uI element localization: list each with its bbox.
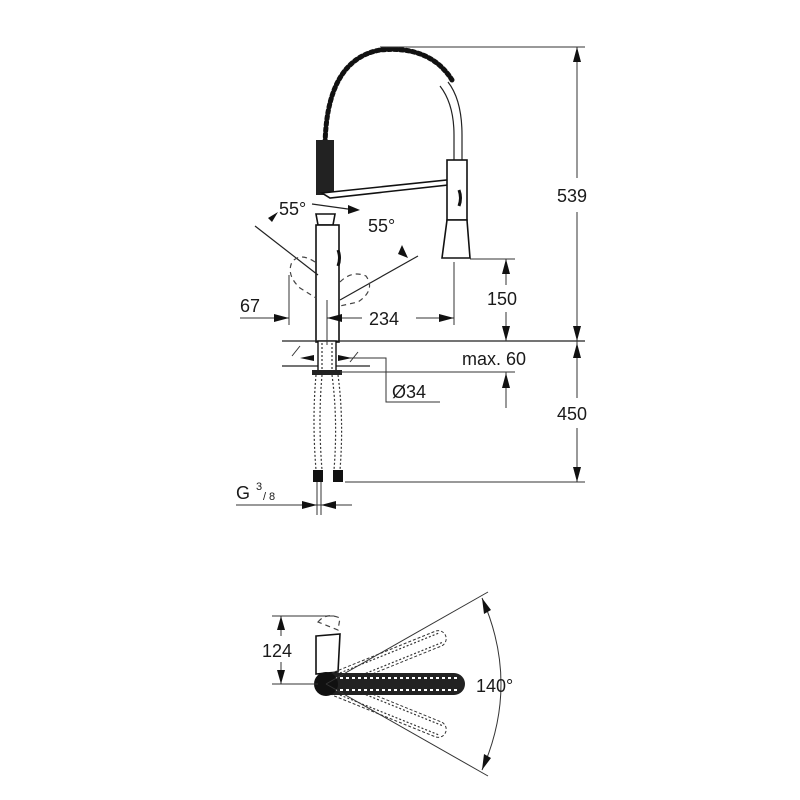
side-view: 539 450 150 max. 60 bbox=[236, 46, 587, 515]
spray-hose bbox=[447, 81, 463, 160]
swing-arm bbox=[319, 177, 467, 199]
dim-diameter-label: Ø34 bbox=[392, 382, 426, 402]
dim-deck-thickness: max. 60 bbox=[340, 349, 526, 408]
top-view: 140° 124 bbox=[262, 591, 513, 777]
angle-right-label: 55° bbox=[368, 216, 395, 236]
spray-head bbox=[441, 159, 471, 259]
dim-67-label: 67 bbox=[240, 296, 260, 316]
dim-hole-diameter: Ø34 bbox=[300, 355, 440, 403]
dim-below-deck: 450 bbox=[345, 341, 587, 483]
spring-coil bbox=[316, 46, 455, 195]
dim-outlet-height: 150 bbox=[470, 258, 517, 341]
dim-total-height: 539 bbox=[380, 46, 587, 341]
dim-spout-reach: 234 bbox=[326, 262, 455, 345]
dim-124-label: 124 bbox=[262, 641, 292, 661]
dim-450-label: 450 bbox=[557, 404, 587, 424]
thread-label-den: 8 bbox=[269, 491, 275, 503]
lever-left-position bbox=[254, 212, 319, 299]
thread-label-num: 3 bbox=[256, 481, 262, 493]
dim-lever-depth: 124 bbox=[262, 615, 334, 685]
dim-thread: G 3 / 8 bbox=[236, 481, 352, 515]
swivel-angle-label: 140° bbox=[476, 676, 513, 696]
spout-position-center bbox=[314, 672, 465, 696]
dim-234-label: 234 bbox=[369, 309, 399, 329]
thread-label-base: G bbox=[236, 483, 250, 503]
thread-label-slash: / bbox=[263, 491, 267, 503]
countertop bbox=[282, 340, 585, 375]
faucet-body bbox=[315, 213, 341, 343]
lever-right-position bbox=[339, 245, 419, 307]
supply-hoses bbox=[313, 374, 343, 482]
lever-top bbox=[315, 633, 341, 675]
angle-left-label: 55° bbox=[279, 199, 306, 219]
dim-max60-label: max. 60 bbox=[462, 349, 526, 369]
dim-lever-offset: 67 bbox=[240, 275, 290, 325]
dim-150-label: 150 bbox=[487, 289, 517, 309]
dim-539-label: 539 bbox=[557, 186, 587, 206]
